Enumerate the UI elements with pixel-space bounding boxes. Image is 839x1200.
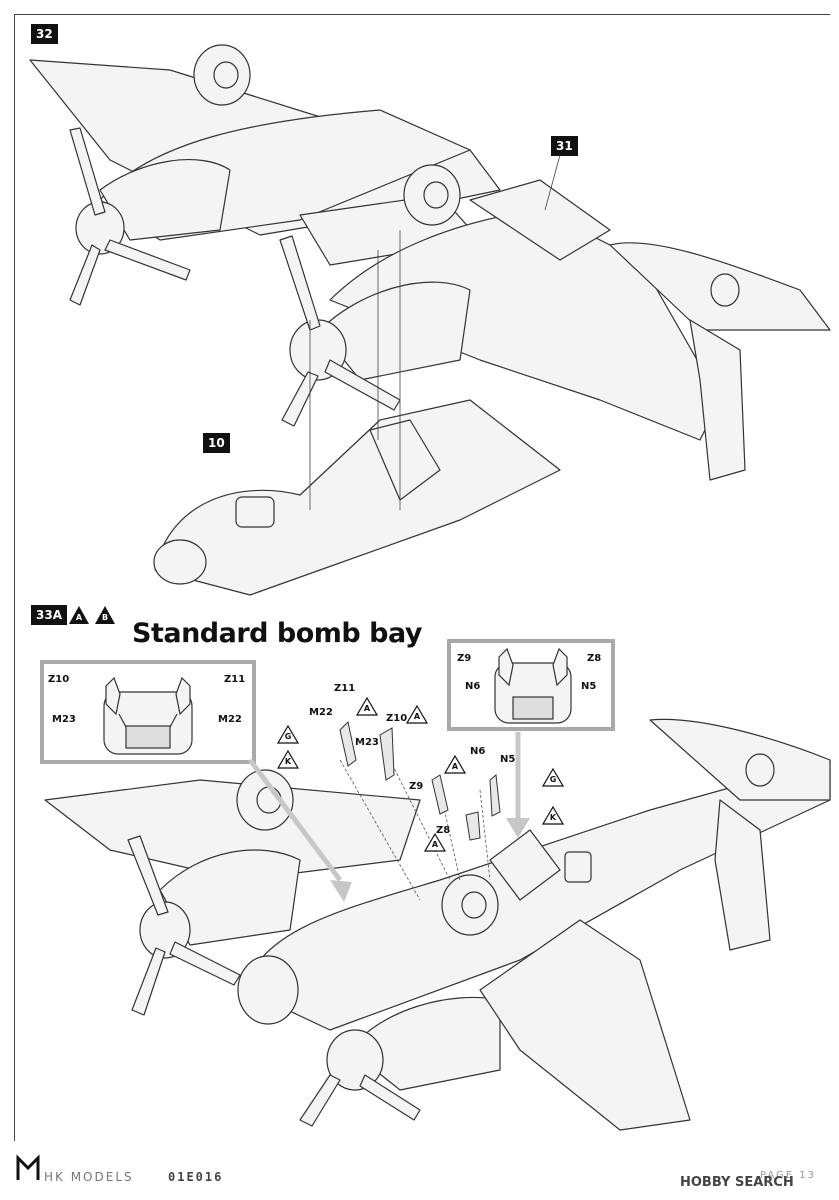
callout-a-3: A (444, 755, 466, 774)
label-z11-part: Z11 (334, 683, 356, 694)
label-z9-part: Z9 (409, 781, 424, 792)
step-33a-badge: 33A (31, 605, 67, 625)
callout-g-1: G (277, 725, 299, 744)
right-inset-drawing (494, 647, 572, 724)
page-frame (14, 14, 830, 1141)
step-31-ref-badge: 31 (551, 136, 578, 156)
callout-k-1: K (277, 750, 299, 769)
callout-a-1: A (356, 697, 378, 716)
left-inset-drawing (103, 676, 193, 755)
callout-a-2: A (406, 705, 428, 724)
label-z9: Z9 (457, 653, 472, 664)
watermark: HOBBY SEARCH (680, 1175, 794, 1190)
label-n6: N6 (465, 681, 481, 692)
version-a-badge: A (68, 605, 90, 625)
step-10-ref-badge: 10 (203, 433, 230, 453)
callout-a-4: A (424, 833, 446, 852)
callout-k-2: K (542, 806, 564, 825)
label-z11: Z11 (224, 674, 246, 685)
section-title: Standard bomb bay (132, 618, 422, 649)
label-m23: M23 (52, 714, 76, 725)
label-n5: N5 (581, 681, 597, 692)
label-z8: Z8 (587, 653, 602, 664)
right-detail-inset: Z9 Z8 N6 N5 (447, 639, 615, 731)
step-33a-drawing (44, 718, 831, 1131)
footer-code: 01E016 (168, 1170, 224, 1184)
footer-page-number: PAGE 13 (760, 1170, 817, 1181)
label-n6-part: N6 (470, 746, 486, 757)
label-z10-part: Z10 (386, 713, 408, 724)
label-z8-part: Z8 (436, 825, 451, 836)
footer-brand: HK MODELS (44, 1170, 134, 1184)
step-32-drawing (29, 44, 831, 596)
label-m22-part: M22 (309, 707, 333, 718)
left-detail-inset: Z10 Z11 M23 M22 (40, 660, 256, 764)
label-z10: Z10 (48, 674, 70, 685)
version-b-badge: B (94, 605, 116, 625)
label-n5-part: N5 (500, 754, 516, 765)
callout-g-2: G (542, 768, 564, 787)
hk-logo-icon (16, 1154, 40, 1180)
label-m23-part: M23 (355, 737, 379, 748)
label-m22: M22 (218, 714, 242, 725)
step-32-badge: 32 (31, 24, 58, 44)
